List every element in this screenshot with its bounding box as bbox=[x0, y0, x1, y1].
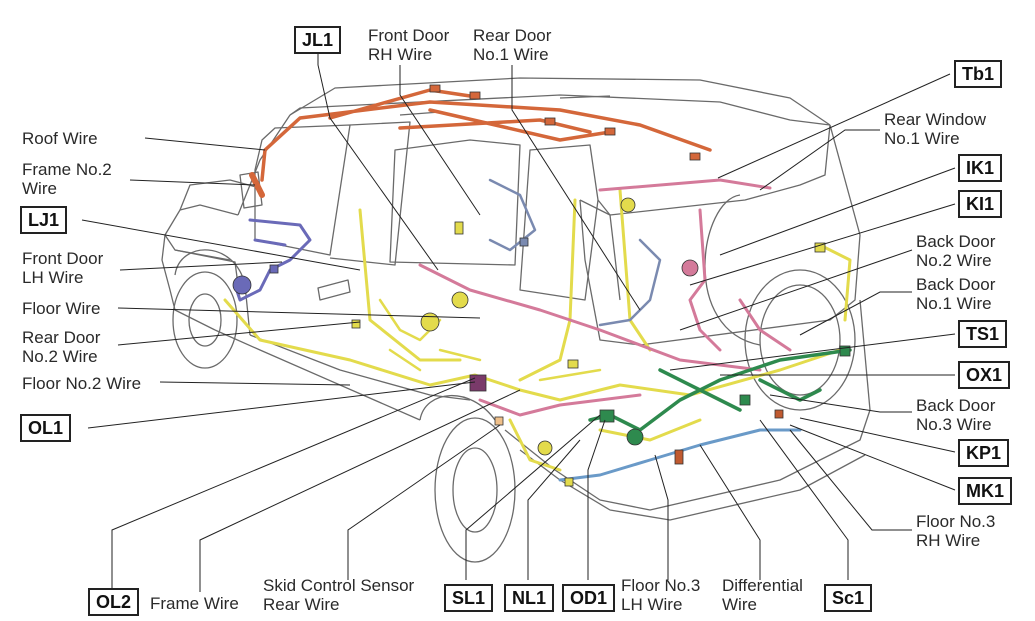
label-line: Floor Wire bbox=[22, 299, 101, 318]
green-wire-harness bbox=[588, 348, 852, 432]
label-front-door-rh-wire: Front Door RH Wire bbox=[368, 26, 449, 64]
label-differential-wire: Differential Wire bbox=[722, 576, 803, 614]
label-line: Differential bbox=[722, 576, 803, 595]
wire-harnesses bbox=[223, 88, 852, 482]
label-skid-control-sensor-rear-wire: Skid Control Sensor Rear Wire bbox=[263, 576, 414, 614]
label-line: Rear Door bbox=[22, 328, 101, 347]
label-line: Rear Wire bbox=[263, 595, 340, 614]
label-line: LH Wire bbox=[621, 595, 683, 614]
label-floor-no2-wire: Floor No.2 Wire bbox=[22, 374, 141, 393]
label-line: No.1 Wire bbox=[473, 45, 549, 64]
label-front-door-lh-wire: Front Door LH Wire bbox=[22, 249, 103, 287]
connector-ox1: OX1 bbox=[958, 361, 1011, 389]
label-line: Rear Door bbox=[473, 26, 552, 45]
label-rear-window-no1-wire: Rear Window No.1 Wire bbox=[884, 110, 986, 148]
connector-sc1: Sc1 bbox=[824, 584, 873, 612]
rear-door-harness bbox=[488, 178, 662, 327]
connector-nl1: NL1 bbox=[504, 584, 555, 612]
label-frame-wire: Frame Wire bbox=[150, 594, 239, 613]
connector-tb1: Tb1 bbox=[954, 60, 1003, 88]
label-roof-wire: Roof Wire bbox=[22, 129, 98, 148]
leader-lines bbox=[81, 52, 956, 592]
label-rear-door-no1-wire: Rear Door No.1 Wire bbox=[473, 26, 551, 64]
label-line: RH Wire bbox=[368, 45, 433, 64]
label-line: No.2 Wire bbox=[916, 251, 992, 270]
label-line: Back Door bbox=[916, 232, 996, 251]
label-line: Wire bbox=[22, 179, 57, 198]
label-line: Frame Wire bbox=[150, 594, 239, 613]
label-back-door-no1-wire: Back Door No.1 Wire bbox=[916, 275, 995, 313]
label-frame-no2-wire: Frame No.2 Wire bbox=[22, 160, 112, 198]
connector-lj1: LJ1 bbox=[20, 206, 68, 234]
back-door-wire-harness bbox=[418, 178, 792, 417]
connector-mk1: MK1 bbox=[958, 477, 1013, 505]
label-line: Floor No.3 bbox=[916, 512, 996, 531]
connector-kp1: KP1 bbox=[958, 439, 1010, 467]
roof-wire-harness bbox=[260, 88, 712, 182]
label-back-door-no2-wire: Back Door No.2 Wire bbox=[916, 232, 995, 270]
label-line: Skid Control Sensor bbox=[263, 576, 415, 595]
label-line: No.1 Wire bbox=[884, 129, 960, 148]
label-line: No.1 Wire bbox=[916, 294, 992, 313]
label-line: Front Door bbox=[368, 26, 450, 45]
vehicle-body-outline bbox=[161, 77, 871, 563]
label-floor-no3-rh-wire: Floor No.3 RH Wire bbox=[916, 512, 995, 550]
label-floor-wire: Floor Wire bbox=[22, 299, 100, 318]
front-door-lh-harness bbox=[233, 218, 312, 302]
label-line: Back Door bbox=[916, 396, 996, 415]
label-line: Frame No.2 bbox=[22, 160, 112, 179]
label-line: Back Door bbox=[916, 275, 996, 294]
connectors-on-harness bbox=[232, 84, 851, 487]
connector-ik1: IK1 bbox=[958, 154, 1003, 182]
connector-ki1: KI1 bbox=[958, 190, 1003, 218]
label-line: Wire bbox=[722, 595, 757, 614]
label-line: Roof Wire bbox=[22, 129, 98, 148]
connector-ts1: TS1 bbox=[958, 320, 1008, 348]
label-line: Rear Window bbox=[884, 110, 987, 129]
label-line: No.3 Wire bbox=[916, 415, 992, 434]
connector-jl1: JL1 bbox=[294, 26, 342, 54]
connector-ol1: OL1 bbox=[20, 414, 72, 442]
connector-ol2: OL2 bbox=[88, 588, 140, 616]
label-line: LH Wire bbox=[22, 268, 84, 287]
label-line: Floor No.2 Wire bbox=[22, 374, 142, 393]
connector-od1: OD1 bbox=[562, 584, 616, 612]
label-line: Floor No.3 bbox=[621, 576, 701, 595]
label-rear-door-no2-wire: Rear Door No.2 Wire bbox=[22, 328, 100, 366]
label-line: RH Wire bbox=[916, 531, 981, 550]
connector-sl1: SL1 bbox=[444, 584, 494, 612]
label-back-door-no3-wire: Back Door No.3 Wire bbox=[916, 396, 995, 434]
label-line: Front Door bbox=[22, 249, 104, 268]
label-floor-no3-lh-wire: Floor No.3 LH Wire bbox=[621, 576, 700, 614]
label-line: No.2 Wire bbox=[22, 347, 98, 366]
